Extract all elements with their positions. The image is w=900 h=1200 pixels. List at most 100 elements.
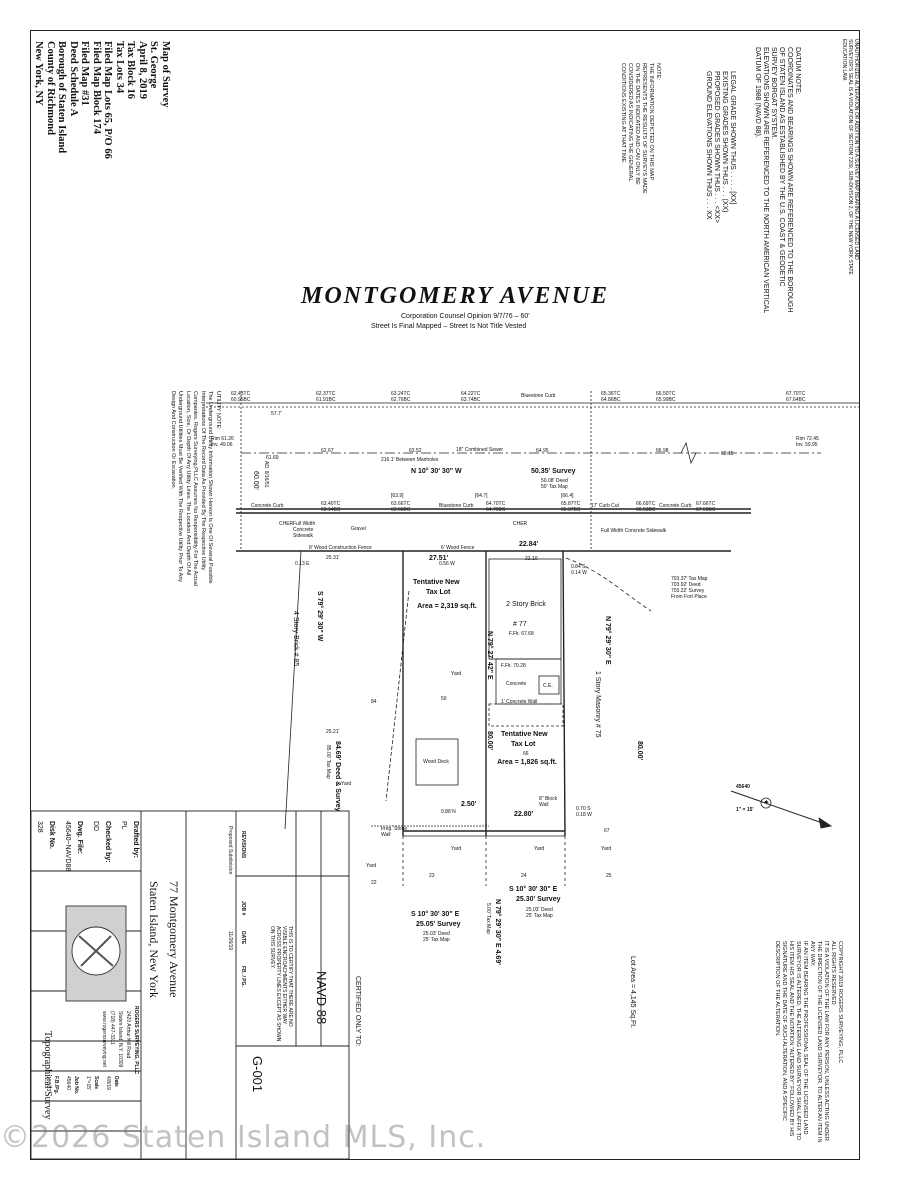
elev-1: 61.69: [266, 455, 279, 461]
front-22-dim: 22.84': [519, 541, 539, 548]
tie-deed: 703.92' Deed: [671, 582, 701, 588]
concrete-wall-label: 1' Concrete Wall: [501, 699, 538, 705]
sewer-label: 18" Combined Sewer: [456, 447, 504, 453]
survey-north: 50.35' Survey: [531, 468, 576, 475]
survey-sheet: Map of Survey St. George April 8, 2019 T…: [30, 30, 860, 1160]
lot-num-25: 25: [606, 873, 612, 879]
curb-s-bc-2: 63.66BC: [391, 507, 411, 513]
front-left-dim: 25.31': [326, 555, 340, 561]
gravel-label: Gravel: [351, 526, 366, 532]
tax-lot-2: Tax Lot: [511, 741, 536, 748]
scale-number: 45640: [736, 784, 750, 790]
tie-from: From Fort Place: [671, 594, 707, 600]
curb-s-tc-1: 63.40TC: [321, 501, 341, 507]
fb-label: FB. / PG.: [240, 966, 246, 987]
small-val-2: 0.56 W: [439, 561, 455, 567]
concrete-curb-right: Concrete Curb: [659, 503, 692, 509]
dim-22-80: 22.80': [514, 811, 534, 818]
small-val-7: 0.70 S: [576, 806, 591, 812]
rim-left: Rim 61.26: [211, 436, 234, 442]
curb-s-tc-4: 65.87TC: [561, 501, 581, 507]
ce-label: C.E.: [543, 683, 553, 689]
lot-num-23: 23: [429, 873, 435, 879]
checked-label: Checked by:: [104, 821, 111, 863]
curb-s-tc-6: 67.66TC: [696, 501, 716, 507]
sidewalk-left: Full Width Concrete Sidewalk: [293, 521, 316, 539]
curb-tc-4: 64.22TC: [461, 391, 481, 397]
curb-bc-3: 62.76BC: [391, 397, 411, 403]
tax-north: 50' Tax Map: [541, 484, 568, 490]
small-val-6: 0.88 N: [441, 809, 456, 815]
tb-scale-value: 1"=15': [85, 1076, 91, 1090]
tb-date-label: Date: [113, 1076, 119, 1087]
disk-value: 328: [36, 821, 43, 833]
curb-bc-5: 64.86BC: [601, 397, 621, 403]
tax-south-2: 25' Tax Map: [526, 913, 553, 919]
yard-label-1: Yard: [451, 671, 462, 677]
legal-grade-1: [63.9]: [391, 493, 404, 499]
between-manholes: 216.1' Between Manholes: [381, 457, 439, 463]
front-27-dim: 27.51': [429, 555, 449, 562]
curb-bc-1: 60.95BC: [231, 397, 251, 403]
tb-date-value: 4/8/19: [105, 1076, 111, 1090]
tax-south-1: 25' Tax Map: [423, 937, 450, 943]
drafted-label: Drafted by:: [132, 821, 139, 858]
concrete-curb-label: Concrete Curb: [251, 503, 284, 509]
curb-s-tc-5: 66.69TC: [636, 501, 656, 507]
company-website: www.rogerssurveying.net: [101, 1011, 107, 1067]
curb-bc-7: 67.64BC: [786, 397, 806, 403]
deed-south-2: 25.03' Deed: [526, 907, 553, 913]
curb-bc-6: 65.99BC: [656, 397, 676, 403]
proposed-sub: Proposed Subdivision: [227, 826, 233, 875]
certify-text: THIS IS TO CERTIFY THAT THERE ARE NO VIS…: [269, 926, 293, 1042]
north-arrow-icon: ✦: [763, 798, 770, 807]
curb-s-tc-2: 63.66TC: [391, 501, 411, 507]
address-line-2: Staten Island, New York: [147, 881, 161, 998]
dim-57-7: 57.7': [271, 411, 282, 417]
tb-fb-value: 107/23: [45, 1076, 51, 1092]
tentative-lot-2: Tentative New: [501, 731, 548, 738]
yard-label-4: Yard: [534, 846, 545, 852]
lot-num-84: 84: [371, 699, 377, 705]
bluestone-curb-label: Bluestone Curb: [521, 393, 556, 399]
drafted-value: PL: [120, 821, 127, 830]
lot-num-67: 67: [604, 828, 610, 834]
elev-6: 68.15: [721, 451, 734, 457]
tie-tax: 703.37' Tax Map: [671, 576, 708, 582]
job-label: JOB #: [240, 901, 246, 916]
irreg-wall-label: Irreg. Stone Wall: [381, 826, 408, 838]
dwg-label: Dwg. File:: [76, 821, 83, 855]
curb-s-bc-5: 66.53BC: [636, 507, 656, 513]
legal-grade-2: [64.7]: [475, 493, 488, 499]
company-address-1: 2420 Arthur Kill Road: [125, 1011, 131, 1059]
lot-num-24: 24: [521, 873, 527, 879]
small-val-3: 22.10: [525, 556, 538, 562]
dwg-value: 45640~NAVD88: [64, 821, 71, 872]
inv-right: Inv. 59.95: [796, 442, 818, 448]
elev-4: 64.95: [536, 448, 549, 454]
cher-right: CHER: [513, 521, 528, 527]
address-line-1: 77 Montgomery Avenue: [167, 881, 181, 998]
curb-tc-2: 62.37TC: [316, 391, 336, 397]
yard-label-2: Yard: [341, 781, 352, 787]
curb-s-bc-4: 65.37BC: [561, 507, 581, 513]
lot-num-22: 22: [371, 880, 377, 886]
lot-66: 66: [523, 751, 529, 757]
deed-north: 50.08' Deed: [541, 478, 568, 484]
block-wall-label: 8" Block Wall: [539, 796, 558, 808]
bearing-south-1: S 10° 30' 30" E: [411, 911, 460, 918]
company-phone: (718) 447-3311: [109, 1011, 115, 1045]
building-2story: 2 Story Brick: [506, 601, 546, 608]
first-floor-elev-2: F.Flr. 70.28: [501, 663, 526, 669]
company-address-2: Staten Island, N.Y. 10309: [117, 1011, 123, 1068]
wood-fence-label: 6' Wood Fence: [441, 545, 475, 551]
yard-label-5: Yard: [601, 846, 612, 852]
lot-num-50: 50: [441, 696, 447, 702]
curb-s-bc-6: 67.50BC: [696, 507, 716, 513]
mls-watermark: ©2026 Staten Island MLS, Inc.: [0, 1120, 487, 1155]
revisions-label: REVISIONS: [240, 831, 246, 859]
area-lot-2: Area = 1,826 sq.ft.: [497, 759, 557, 766]
tb-scale-label: Scale: [93, 1076, 99, 1090]
elev-3: 63.52: [409, 448, 422, 454]
yard-label-3: Yard: [451, 846, 462, 852]
